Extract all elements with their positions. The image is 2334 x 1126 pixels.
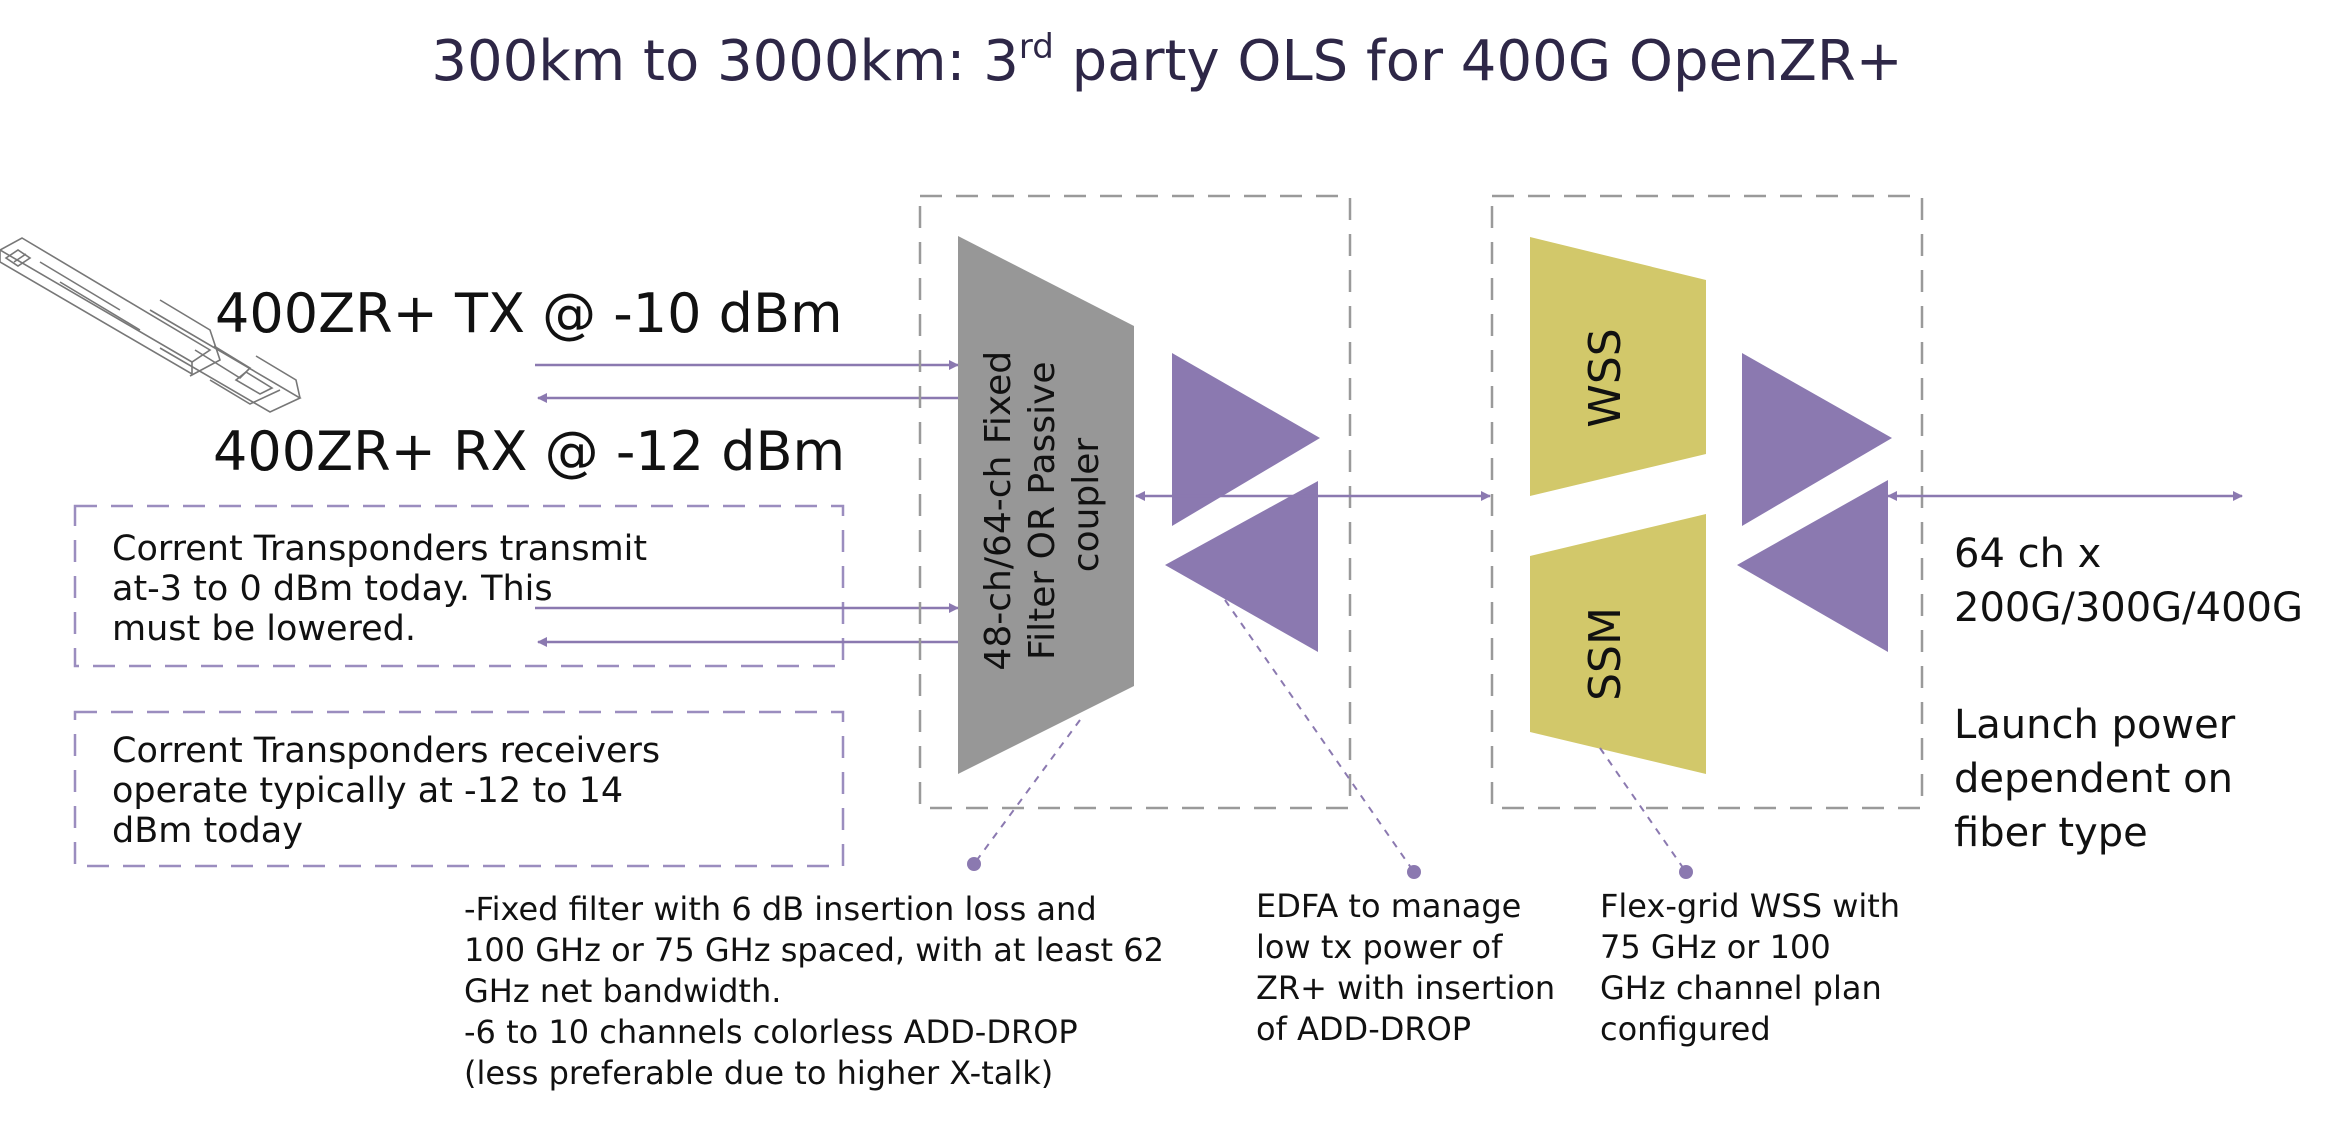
- receive-note-line-2: operate typically at -12 to 14: [112, 771, 623, 811]
- filter-callout-line-2: 100 GHz or 75 GHz spaced, with at least …: [464, 931, 1164, 969]
- edfa-callout-line-4: of ADD-DROP: [1256, 1010, 1471, 1048]
- transmit-note-box: [73, 504, 845, 668]
- edfa-callout-line-3: ZR+ with insertion: [1256, 969, 1555, 1007]
- wss-callout-text: Flex-grid WSS with 75 GHz or 100 GHz cha…: [1600, 887, 1910, 1048]
- filter-callout-line-1: -Fixed filter with 6 dB insertion loss a…: [464, 890, 1097, 928]
- wss-block: [1530, 237, 1706, 496]
- receive-note-text: Corrent Transponders receivers operate t…: [112, 731, 671, 851]
- output-capacity-line-2: 200G/300G/400G: [1954, 585, 2303, 631]
- launch-power-line-3: fiber type: [1954, 810, 2148, 856]
- wss-callout-leader: [1599, 747, 1687, 873]
- edfa-callout-leader: [1224, 599, 1415, 873]
- receive-note-line-1: Corrent Transponders receivers: [112, 731, 660, 771]
- client-arrows: [535, 360, 959, 647]
- tx-power-label: 400ZR+ TX @ -10 dBm: [215, 282, 843, 345]
- filter-callout-line-3: GHz net bandwidth.: [464, 972, 781, 1010]
- filter-callout-line-5: (less preferable due to higher X-talk): [464, 1054, 1053, 1092]
- receive-note-box: [73, 710, 845, 868]
- transmit-note-line-3: must be lowered.: [112, 609, 416, 649]
- ssm-block: [1530, 514, 1706, 774]
- edfa-callout-dot: [1407, 865, 1421, 879]
- title-superscript: rd: [1019, 27, 1054, 67]
- filter-callout-dot: [967, 857, 981, 871]
- edfa-booster-triangle: [1172, 353, 1320, 526]
- transmit-note-line-1: Corrent Transponders transmit: [112, 529, 647, 569]
- line-booster-triangle: [1742, 353, 1892, 526]
- callout-leaders: [973, 599, 1687, 873]
- filter-label-line-2: Filter OR Passive: [1022, 361, 1063, 660]
- launch-power-line-1: Launch power: [1954, 702, 2236, 748]
- filter-callout-line-4: -6 to 10 channels colorless ADD-DROP: [464, 1013, 1078, 1051]
- ssm-label: SSM: [1580, 607, 1631, 701]
- edfa-callout-line-2: low tx power of: [1256, 928, 1503, 966]
- rx-power-label: 400ZR+ RX @ -12 dBm: [213, 420, 845, 483]
- filter-callout-leader: [973, 719, 1081, 865]
- diagram-title: 300km to 3000km: 3rd party OLS for 400G …: [431, 27, 1902, 94]
- wss-label: WSS: [1580, 328, 1631, 427]
- launch-power-line-2: dependent on: [1954, 756, 2233, 802]
- wss-callout-line-1: Flex-grid WSS with: [1600, 887, 1900, 925]
- launch-power-label: Launch power dependent on fiber type: [1954, 702, 2248, 856]
- receive-note-line-3: dBm today: [112, 811, 303, 851]
- roadm-group-box: [1490, 194, 1924, 810]
- transmit-note-text: Corrent Transponders transmit at-3 to 0 …: [112, 529, 658, 649]
- wss-callout-line-2: 75 GHz or 100: [1600, 928, 1831, 966]
- qsfp-dd-transceiver-icon: [0, 237, 302, 413]
- edfa-callout-text: EDFA to manage low tx power of ZR+ with …: [1256, 887, 1565, 1048]
- line-preamp-triangle: [1737, 480, 1888, 652]
- fixed-filter-block: [958, 236, 1134, 774]
- add-drop-group-box: [918, 194, 1352, 810]
- filter-callout-text: -Fixed filter with 6 dB insertion loss a…: [464, 890, 1174, 1092]
- output-capacity-label: 64 ch x 200G/300G/400G: [1954, 531, 2303, 631]
- filter-label-line-3: coupler: [1066, 438, 1107, 573]
- transmit-note-line-2: at-3 to 0 dBm today. This: [112, 569, 553, 609]
- wss-callout-line-3: GHz channel plan: [1600, 969, 1882, 1007]
- title-main: 300km to 3000km: 3: [431, 29, 1018, 94]
- wss-callout-dot: [1679, 865, 1693, 879]
- filter-label: 48-ch/64-ch Fixed Filter OR Passive coup…: [978, 339, 1107, 670]
- title-rest: party OLS for 400G OpenZR+: [1054, 29, 1903, 94]
- edfa-preamp-triangle: [1165, 481, 1318, 652]
- output-capacity-line-1: 64 ch x: [1954, 531, 2101, 577]
- wss-callout-line-4: configured: [1600, 1010, 1771, 1048]
- filter-label-line-1: 48-ch/64-ch Fixed: [978, 351, 1019, 671]
- edfa-callout-line-1: EDFA to manage: [1256, 887, 1521, 925]
